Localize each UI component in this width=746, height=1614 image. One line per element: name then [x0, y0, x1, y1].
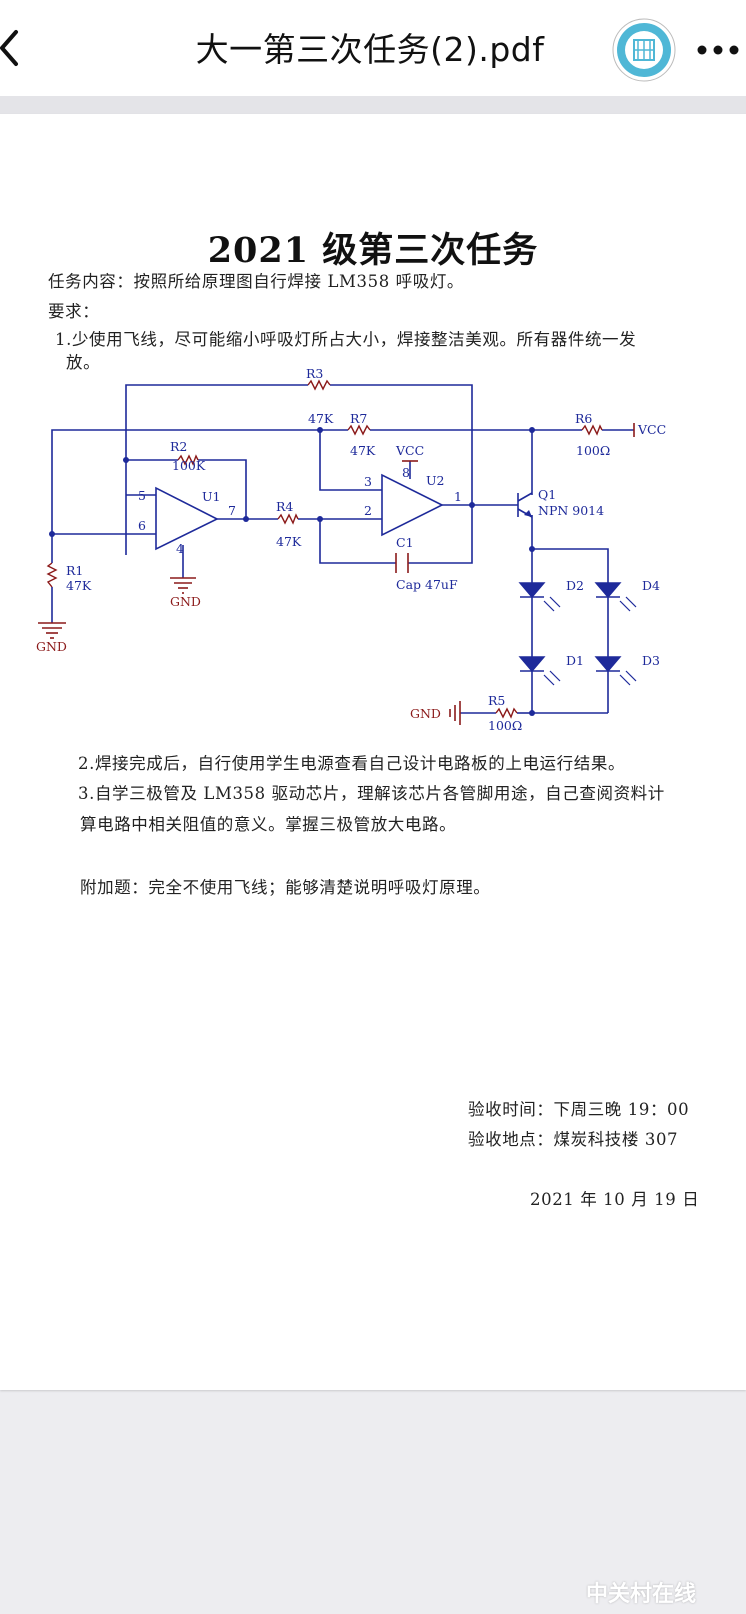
label-gnd-r5: GND [410, 706, 441, 721]
acceptance-place: 验收地点：煤炭科技楼 307 [468, 1130, 679, 1149]
label-u1: U1 [202, 489, 221, 504]
label-r4-val: 47K [276, 534, 302, 549]
label-u2: U2 [426, 473, 445, 488]
page-heading: 2021 级第三次任务 [207, 230, 539, 271]
label-r6: R6 [575, 411, 592, 426]
pdf-page [0, 114, 746, 1390]
label-d4: D4 [642, 578, 660, 593]
label-gnd-u1: GND [170, 594, 201, 609]
label-vcc-rail: VCC [637, 422, 666, 437]
top-bar: 大一第三次任务(2).pdf [0, 0, 746, 96]
label-pin7: 7 [228, 503, 236, 518]
label-r4: R4 [276, 499, 293, 514]
label-pin1: 1 [454, 489, 462, 504]
label-gnd-r1: GND [36, 639, 67, 654]
label-c1: C1 [396, 535, 414, 550]
label-pin2: 2 [364, 503, 372, 518]
label-pin6: 6 [138, 518, 146, 533]
label-pin8: 8 [402, 465, 410, 480]
label-vcc-u2: VCC [395, 443, 424, 458]
watermark-text: 中关村在线 [586, 1582, 697, 1607]
more-dots-icon[interactable] [694, 40, 746, 60]
label-r6-val: 100Ω [576, 443, 610, 458]
requirements-label: 要求： [48, 302, 100, 321]
label-r2-val: 100K [172, 458, 206, 473]
label-r5: R5 [488, 693, 505, 708]
label-r3-val: 47K [308, 411, 334, 426]
label-pin3: 3 [364, 474, 372, 489]
label-d2: D2 [566, 578, 584, 593]
watermark: 中关村在线 [586, 1576, 696, 1608]
requirement-3: 3.自学三极管及 LM358 驱动芯片，理解该芯片各管脚用途，自己查阅资料计 [78, 784, 665, 803]
requirement-2: 2.焊接完成后，自行使用学生电源查看自己设计电路板的上电运行结果。 [78, 754, 626, 773]
label-r1-val: 47K [66, 578, 92, 593]
label-q1: Q1 [538, 487, 556, 502]
label-d1: D1 [566, 653, 584, 668]
label-q1-val: NPN 9014 [538, 503, 604, 518]
label-r7-val: 47K [350, 443, 376, 458]
document-title: 大一第三次任务(2).pdf [195, 30, 545, 69]
document-date: 2021 年 10 月 19 日 [530, 1190, 700, 1209]
chevron-left-icon[interactable] [0, 28, 28, 68]
label-pin4: 4 [176, 541, 184, 556]
task-text: 任务内容：按照所给原理图自行焊接 LM358 呼吸灯。 [48, 272, 465, 291]
label-r1: R1 [66, 563, 83, 578]
acceptance-time: 验收时间：下周三晚 19：00 [468, 1100, 690, 1119]
label-c1-val: Cap 47uF [396, 577, 458, 592]
requirement-3-cont: 算电路中相关阻值的意义。掌握三极管放大电路。 [80, 815, 457, 834]
label-r2: R2 [170, 439, 187, 454]
bonus-question: 附加题：完全不使用飞线；能够清楚说明呼吸灯原理。 [80, 878, 491, 897]
requirement-1: 1.少使用飞线，尽可能缩小呼吸灯所占大小，焊接整洁美观。所有器件统一发 [55, 330, 637, 349]
label-r3: R3 [306, 366, 323, 381]
circuit-schematic: R3 47K R7 47K R6 100Ω VCC VCC R2 100K U1… [36, 366, 666, 733]
university-seal-avatar[interactable] [612, 18, 676, 82]
viewer-background [0, 96, 746, 114]
requirement-1-cont: 放。 [66, 353, 101, 372]
label-pin5: 5 [138, 488, 146, 503]
label-d3: D3 [642, 653, 660, 668]
label-r5-val: 100Ω [488, 718, 522, 733]
label-r7: R7 [350, 411, 367, 426]
